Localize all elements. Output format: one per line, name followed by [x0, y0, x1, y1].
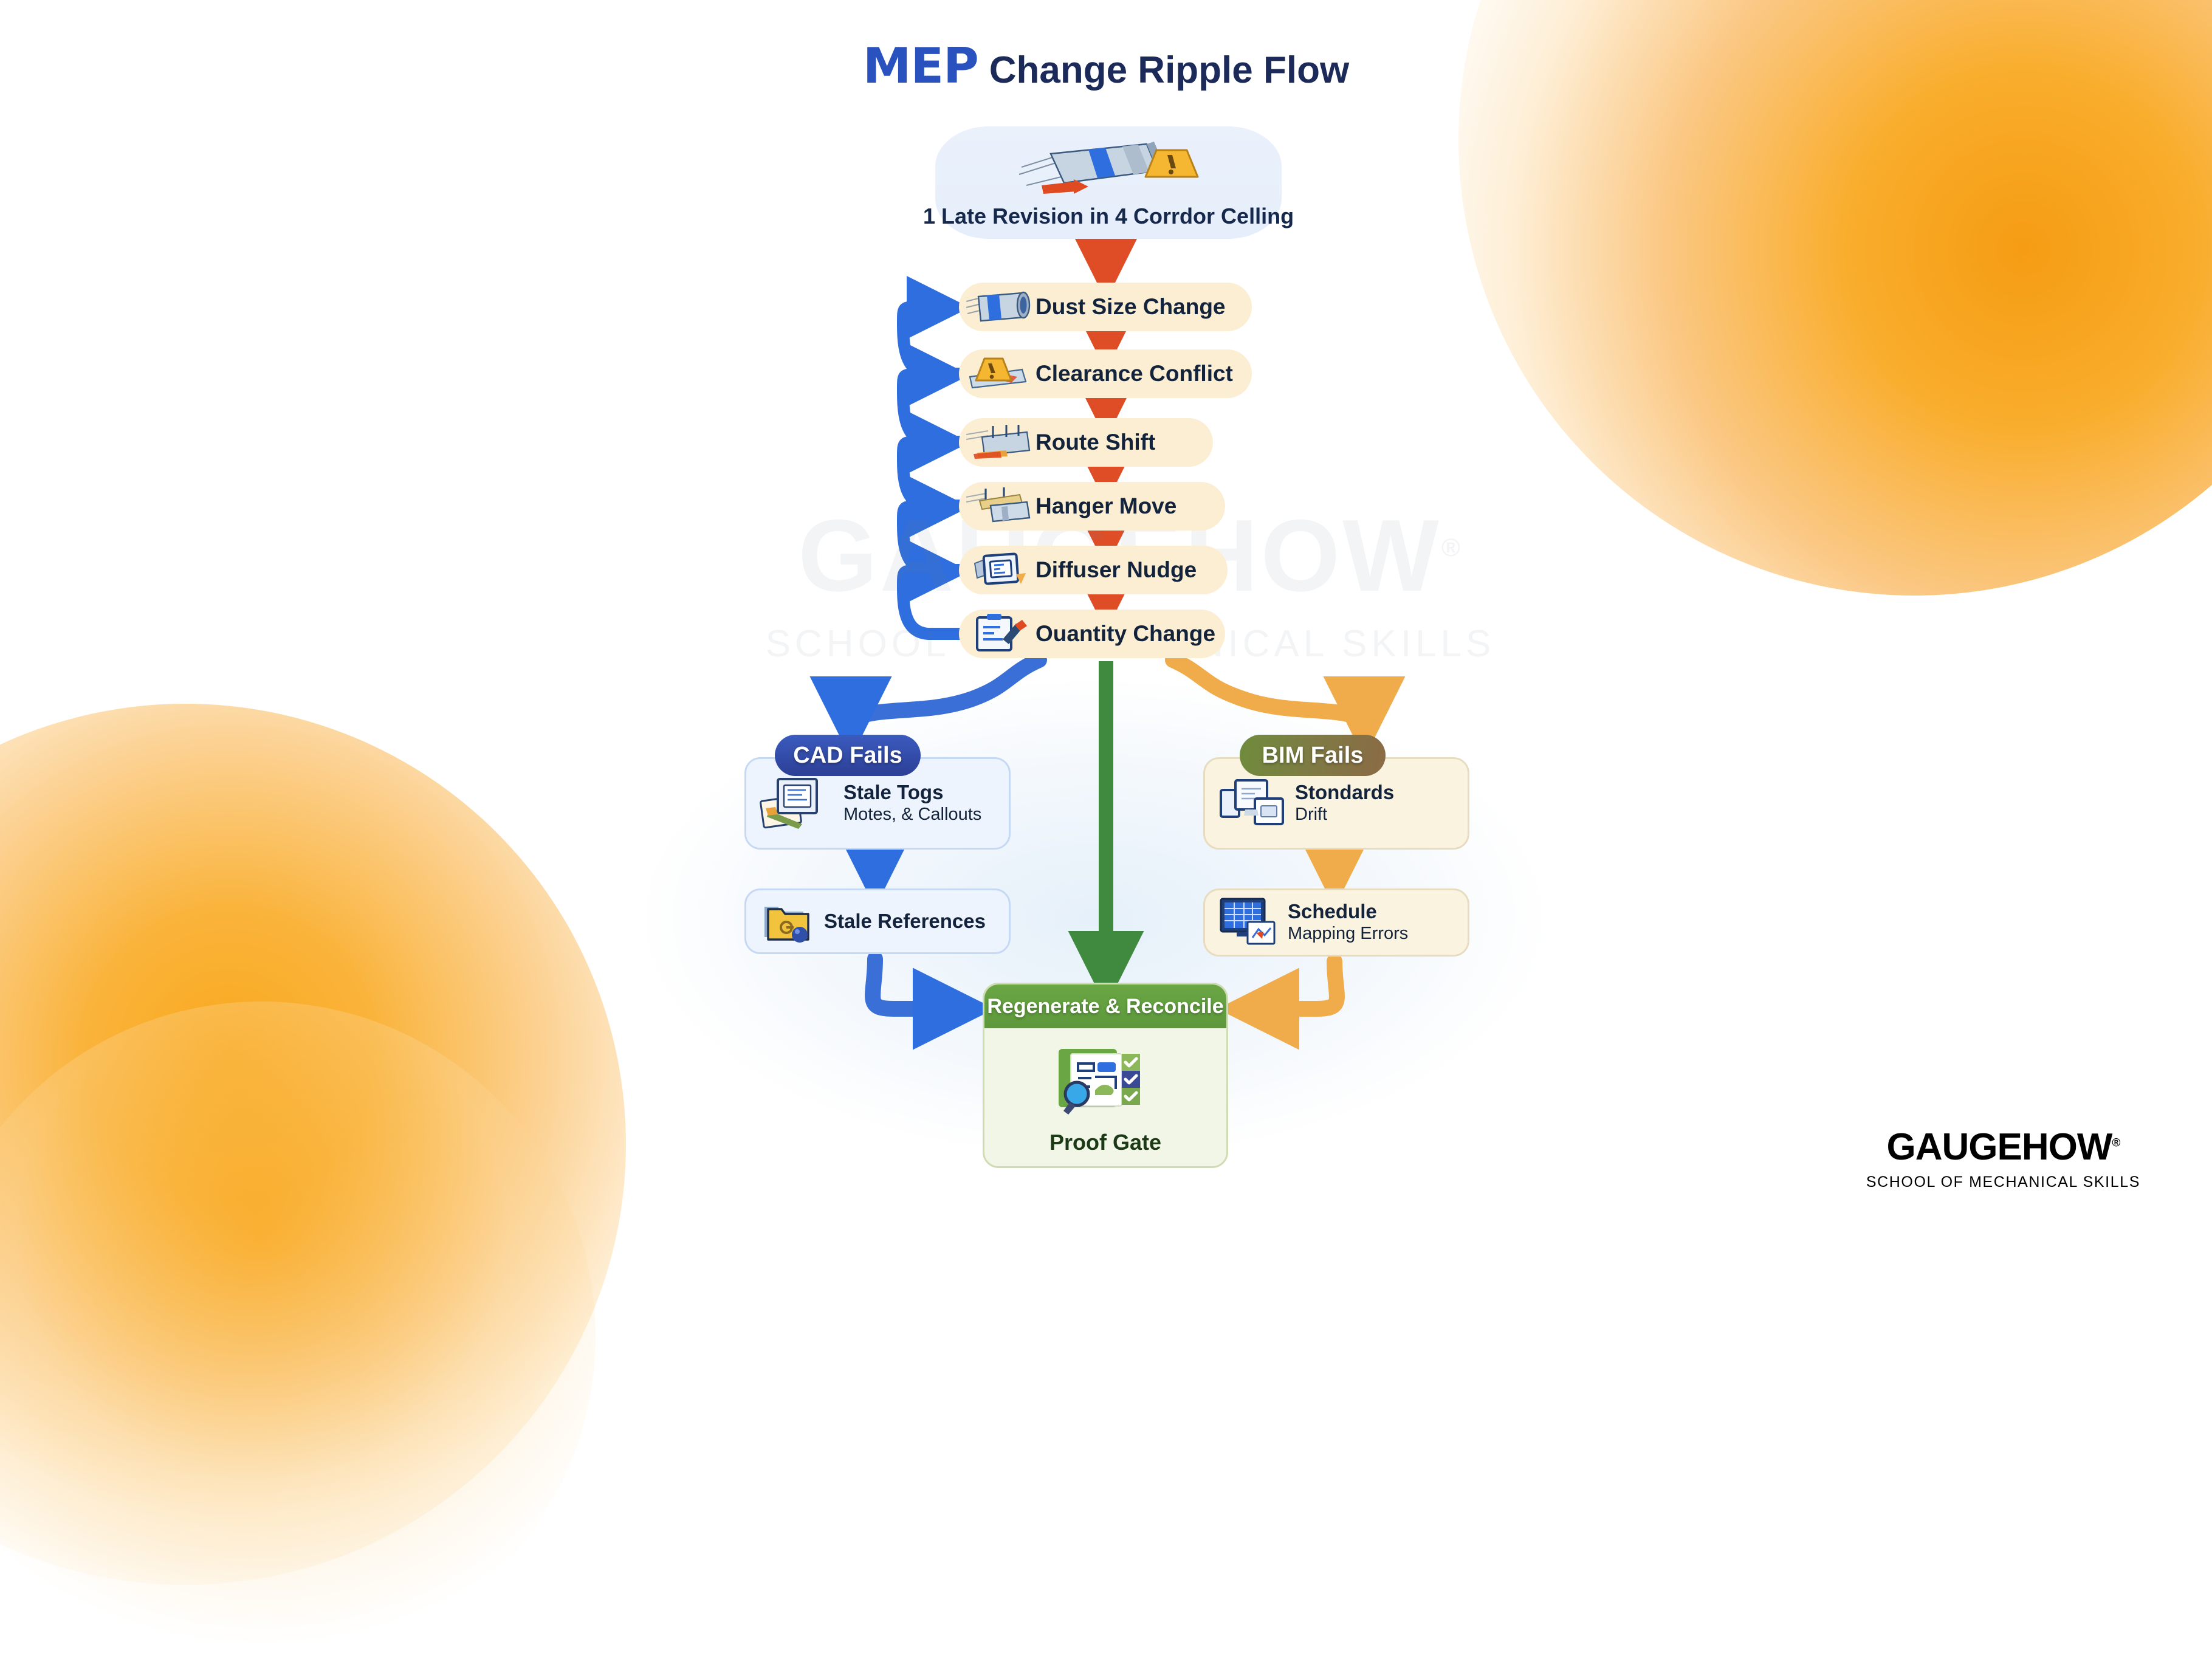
- title-accent: MEP: [862, 38, 979, 94]
- feedback-loop-group: [896, 276, 972, 640]
- bim-item-subtitle: Drift: [1295, 805, 1328, 825]
- chain-step-hanger-move[interactable]: Hanger Move: [959, 482, 1225, 531]
- gate-header-label: Regenerate & Reconcile: [987, 994, 1224, 1018]
- gate-caption: Proof Gate: [1049, 1130, 1162, 1155]
- documents-pen-icon: [760, 773, 835, 834]
- background-glow-bottom-left: [0, 704, 626, 1585]
- background-glow-bottom-left-secondary: [0, 1002, 596, 1670]
- brand-logo: GAUGEHOW® SCHOOL OF MECHANICAL SKILLS: [1866, 1129, 2140, 1191]
- cad-item-subtitle: Motes, & Callouts: [843, 805, 982, 825]
- gate-body: Proof Gate: [984, 1028, 1226, 1166]
- logo-name: GAUGEHOW: [1886, 1126, 2112, 1168]
- cad-to-gate-arrow: [865, 951, 995, 1050]
- chain-step-label: Ouantity Change: [1036, 621, 1216, 646]
- bim-to-gate-arrow: [1217, 954, 1345, 1050]
- chain-step-label: Dust Size Change: [1036, 294, 1226, 319]
- chain-step-clearance-conflict[interactable]: Clearance Conflict: [959, 349, 1252, 398]
- stale-references-card[interactable]: Stale References: [744, 888, 1011, 954]
- cad-item-title: Stale References: [824, 909, 986, 932]
- gate-header: Regenerate & Reconcile: [984, 984, 1226, 1028]
- screens-icon: [1218, 774, 1286, 833]
- branch-to-bim-arrow: [1165, 652, 1406, 758]
- duct-warning-icon: [1018, 142, 1199, 194]
- proof-gate-card[interactable]: Regenerate & Reconcile: [983, 983, 1228, 1168]
- document-magnifier-checks-icon: [1048, 1043, 1163, 1125]
- chain-step-route-shift[interactable]: Route Shift: [959, 418, 1213, 467]
- cad-fails-badge[interactable]: CAD Fails: [775, 735, 921, 776]
- hanger-icon: [964, 485, 1036, 527]
- logo-tagline: SCHOOL OF MECHANICAL SKILLS: [1866, 1173, 2140, 1191]
- folder-link-icon: [760, 897, 816, 946]
- chain-step-label: Diffuser Nudge: [1036, 557, 1197, 582]
- bim-item-subtitle: Mapping Errors: [1288, 924, 1409, 944]
- duct-route-icon: [964, 421, 1036, 464]
- chain-step-quantity-change[interactable]: Ouantity Change: [959, 610, 1225, 658]
- chain-step-label: Clearance Conflict: [1036, 361, 1233, 386]
- logo-registered-mark: ®: [2112, 1136, 2120, 1150]
- chain-step-diffuser-nudge[interactable]: Diffuser Nudge: [959, 546, 1228, 594]
- branch-to-cad-arrow: [809, 652, 1047, 758]
- bim-item-title: Stondards: [1295, 781, 1395, 804]
- schedule-monitor-icon: [1218, 895, 1279, 950]
- cad-item-title: Stale Togs: [843, 781, 944, 804]
- title-rest: Change Ripple Flow: [989, 49, 1350, 91]
- schedule-mapping-errors-card[interactable]: Schedule Mapping Errors: [1203, 888, 1469, 957]
- hero-label: 1 Late Revision in 4 Corrdor Celling: [922, 204, 1294, 229]
- chain-step-label: Hanger Move: [1036, 493, 1177, 518]
- chain-step-label: Route Shift: [1036, 430, 1156, 455]
- watermark-registered-mark: ®: [1441, 533, 1463, 562]
- hero-card[interactable]: 1 Late Revision in 4 Corrdor Celling: [923, 126, 1294, 239]
- bim-item-title: Schedule: [1288, 900, 1377, 923]
- cad-fails-badge-label: CAD Fails: [793, 742, 902, 768]
- bim-fails-badge[interactable]: BIM Fails: [1240, 735, 1386, 776]
- duct-section-icon: [964, 286, 1036, 328]
- clipboard-pen-icon: [964, 613, 1036, 655]
- warning-triangle-icon: [964, 352, 1036, 395]
- chain-step-dust-size-change[interactable]: Dust Size Change: [959, 283, 1252, 331]
- bim-fails-badge-label: BIM Fails: [1262, 742, 1364, 768]
- diffuser-icon: [964, 549, 1036, 591]
